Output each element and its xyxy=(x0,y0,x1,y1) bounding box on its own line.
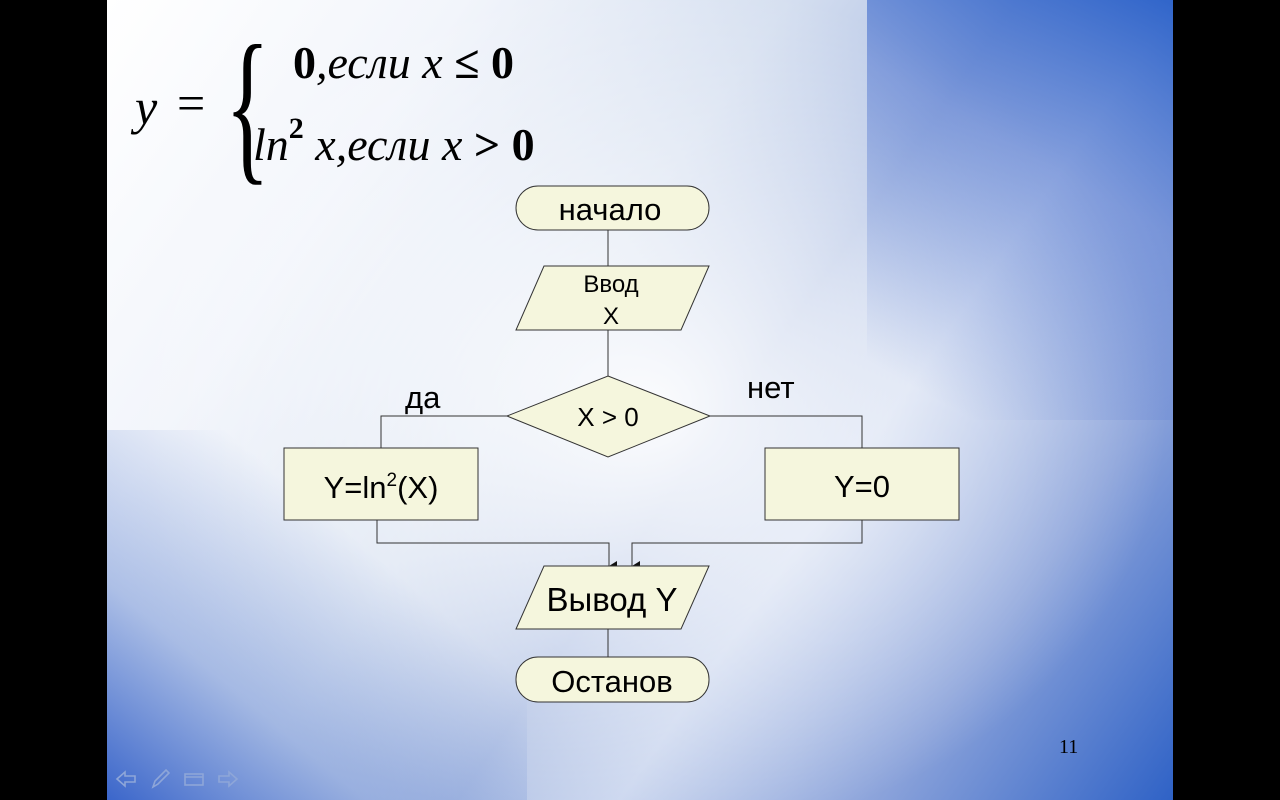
page-number: 11 xyxy=(1059,736,1079,758)
arrow-left-icon[interactable] xyxy=(115,768,137,790)
output-block: Вывод Y xyxy=(515,565,710,630)
arrow-right-icon[interactable] xyxy=(217,768,239,790)
slide: y = { 0,если x ≤ 0 ln2 x,если x > 0 xyxy=(107,0,1173,800)
flowchart: начало Ввод X X > 0 да нет Y=ln2(X) Y=0 … xyxy=(283,185,960,703)
input-block: Ввод X xyxy=(515,265,710,331)
formula-lhs: y xyxy=(135,79,158,135)
connector-lines xyxy=(376,230,863,657)
formula-case-1: 0,если x ≤ 0 xyxy=(293,37,514,88)
start-terminator: начало xyxy=(515,185,710,231)
start-label: начало xyxy=(559,192,662,227)
decision-block: X > 0 xyxy=(505,375,712,458)
formula-brace: { xyxy=(225,11,270,199)
yes-action-block: Y=ln2(X) xyxy=(283,447,479,521)
input-label-line1: Ввод xyxy=(583,271,638,298)
no-branch-label: нет xyxy=(747,370,795,405)
menu-icon[interactable] xyxy=(183,768,205,790)
output-label: Вывод Y xyxy=(547,581,678,618)
pen-icon[interactable] xyxy=(149,768,171,790)
no-action-label: Y=0 xyxy=(834,469,890,504)
end-terminator: Останов xyxy=(515,656,710,703)
input-label-line2: X xyxy=(603,303,619,330)
no-action-block: Y=0 xyxy=(764,447,960,521)
end-label: Останов xyxy=(551,664,673,699)
formula-equals: = xyxy=(177,75,206,131)
formula-case-2: ln2 x,если x > 0 xyxy=(253,112,535,170)
yes-branch-label: да xyxy=(405,380,441,415)
decision-label: X > 0 xyxy=(577,402,638,432)
yes-action-label: Y=ln2(X) xyxy=(324,470,439,505)
